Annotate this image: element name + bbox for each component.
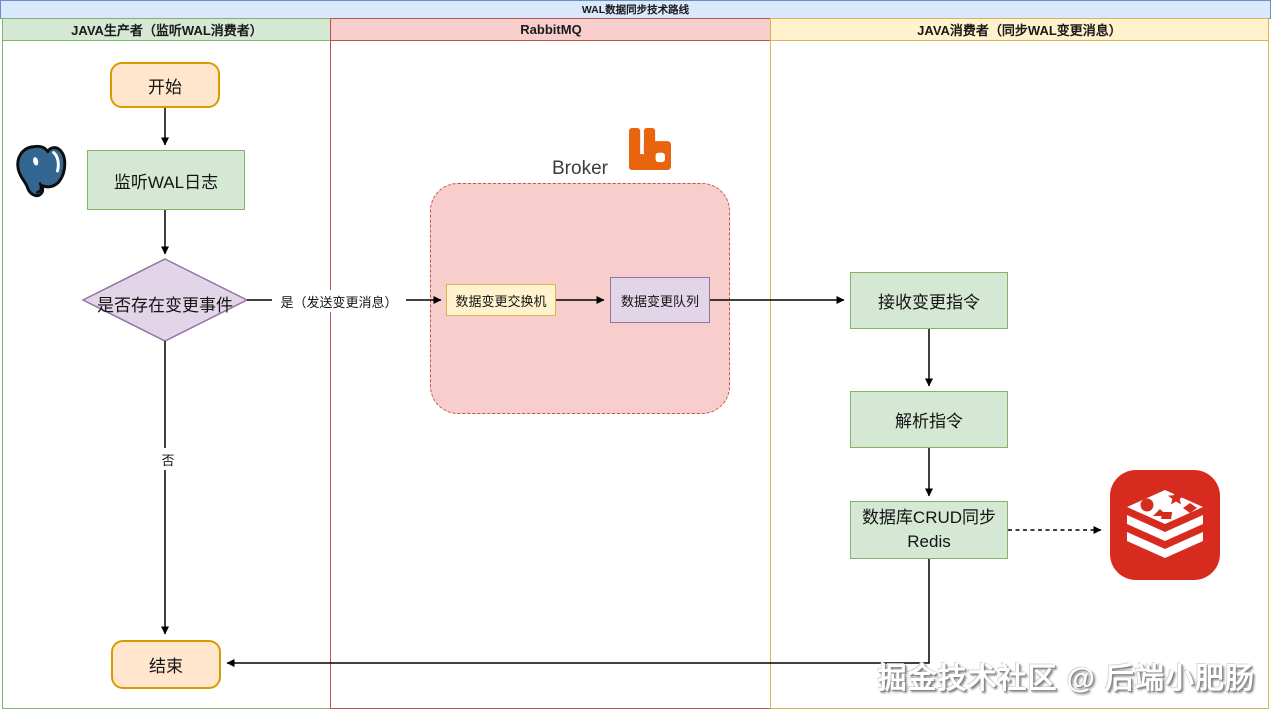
node-crud-redis: 数据库CRUD同步 Redis xyxy=(850,501,1008,559)
node-crud-line2: Redis xyxy=(907,532,951,551)
lane-java-consumer-header: JAVA消费者（同步WAL变更消息） xyxy=(771,19,1268,41)
node-parse: 解析指令 xyxy=(850,391,1008,448)
lane-java-producer-header: JAVA生产者（监听WAL消费者） xyxy=(3,19,331,41)
node-start: 开始 xyxy=(110,62,220,108)
lane-rabbitmq: RabbitMQ xyxy=(330,18,771,709)
node-crud-line1: 数据库CRUD同步 xyxy=(861,508,997,528)
lane-java-consumer: JAVA消费者（同步WAL变更消息） xyxy=(770,18,1269,709)
edge-label-yes: 是（发送变更消息） xyxy=(272,290,406,312)
node-exchange: 数据变更交换机 xyxy=(446,284,556,316)
node-receive: 接收变更指令 xyxy=(850,272,1008,329)
rabbitmq-icon xyxy=(629,128,671,170)
lane-java-producer: JAVA生产者（监听WAL消费者） xyxy=(2,18,331,709)
node-decision-label: 是否存在变更事件 xyxy=(97,296,233,315)
broker-label: Broker xyxy=(552,158,608,179)
edge-label-no: 否 xyxy=(151,448,185,470)
postgresql-elephant-icon xyxy=(16,144,67,198)
redis-icon xyxy=(1110,470,1220,580)
node-end: 结束 xyxy=(111,640,221,689)
node-queue: 数据变更队列 xyxy=(610,277,710,323)
lane-rabbitmq-header: RabbitMQ xyxy=(331,19,771,41)
watermark-text: 掘金技术社区 @ 后端小肥肠 xyxy=(877,663,1255,695)
pool-title: WAL数据同步技术路线 xyxy=(0,0,1271,19)
node-listen-wal: 监听WAL日志 xyxy=(87,150,245,210)
